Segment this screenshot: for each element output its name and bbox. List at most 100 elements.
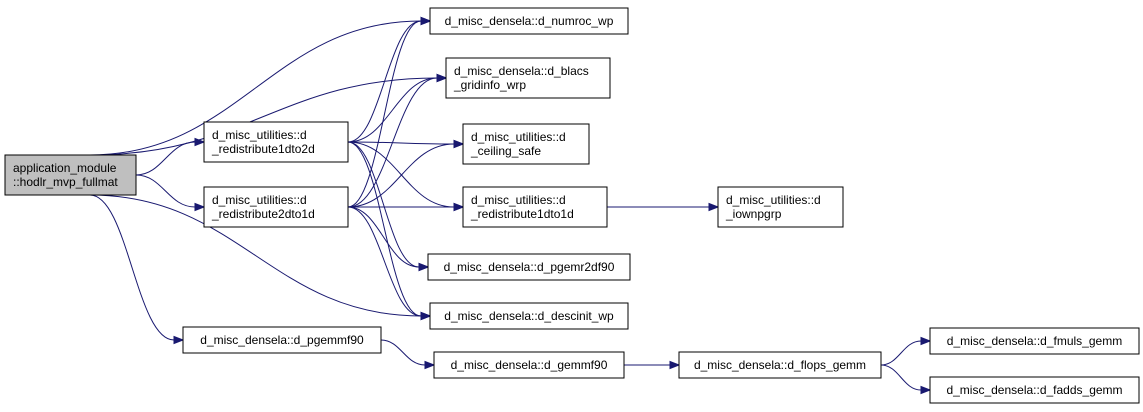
edge-line (347, 141, 455, 145)
edge-root-to-r1to2 (135, 137, 206, 176)
node-box (429, 7, 629, 35)
node-label: _redistribute1dto2d (211, 142, 315, 156)
edge-line (89, 20, 422, 156)
edges-layer (89, 16, 932, 395)
node-label: d_misc_densela::d_gemmf90 (451, 358, 608, 372)
node-pgemmf[interactable]: d_misc_densela::d_pgemmf90 (182, 326, 382, 354)
node-r2to1[interactable]: d_misc_utilities::d_redistribute2dto1d (203, 186, 349, 228)
node-label: d_misc_utilities::d (471, 193, 566, 207)
node-box (433, 351, 625, 379)
node-descinit[interactable]: d_misc_densela::d_descinit_wp (429, 302, 629, 330)
node-r1to2[interactable]: d_misc_utilities::d_redistribute1dto2d (203, 121, 349, 163)
node-box (203, 186, 349, 228)
arrowhead-icon (420, 311, 432, 321)
node-label: _redistribute2dto1d (211, 207, 315, 221)
node-iown[interactable]: d_misc_utilities::d_iownpgrp (717, 186, 844, 228)
edge-root-to-pgemmf (89, 194, 185, 345)
node-gemmf[interactable]: d_misc_densela::d_gemmf90 (433, 351, 625, 379)
node-fmuls[interactable]: d_misc_densela::d_fmuls_gemm (929, 327, 1140, 355)
arrowhead-icon (418, 262, 430, 272)
edge-r2to1-to-pgemr (347, 206, 430, 272)
edge-r1to2-to-r1to1 (347, 141, 465, 212)
arrowhead-icon (436, 73, 448, 83)
edge-r2to1-to-numroc (347, 16, 432, 208)
node-r1to1[interactable]: d_misc_utilities::d_redistribute1dto1d (462, 186, 608, 228)
node-flops[interactable]: d_misc_densela::d_flops_gemm (678, 351, 882, 379)
edge-line (347, 206, 422, 317)
node-box (445, 57, 611, 99)
node-box (4, 154, 137, 196)
node-label: d_misc_utilities::d (212, 193, 307, 207)
edge-r2to1-to-blacs (347, 73, 448, 208)
node-blacs[interactable]: d_misc_densela::d_blacs_gridinfo_wrp (445, 57, 611, 99)
edge-pgemmf-to-gemmf (380, 339, 436, 370)
edge-line (380, 339, 426, 366)
edge-line (347, 77, 438, 143)
arrowhead-icon (420, 16, 432, 26)
nodes-layer: application_module::hodlr_mvp_fullmatd_m… (4, 7, 1140, 404)
edge-line (135, 141, 196, 176)
node-box (717, 186, 844, 228)
arrowhead-icon (708, 202, 720, 212)
node-box (929, 327, 1140, 355)
edge-root-to-r2to1 (135, 174, 206, 212)
node-pgemr[interactable]: d_misc_densela::d_pgemr2df90 (427, 253, 631, 281)
node-box (678, 351, 882, 379)
node-label: d_misc_utilities::d (212, 128, 307, 142)
edge-line (347, 141, 420, 268)
edge-flops-to-fmuls (880, 336, 932, 366)
node-label: _gridinfo_wrp (453, 78, 526, 92)
edge-line (135, 174, 196, 208)
arrowhead-icon (453, 202, 465, 212)
edge-line (347, 141, 422, 317)
edge-line (347, 143, 455, 208)
node-label: d_misc_densela::d_descinit_wp (444, 309, 614, 323)
node-box (929, 376, 1140, 404)
arrowhead-icon (669, 360, 681, 370)
node-label: d_misc_utilities::d (726, 193, 821, 207)
node-label: _iownpgrp (725, 207, 782, 221)
edge-line (347, 141, 455, 208)
edge-r2to1-to-ceil (347, 139, 465, 208)
edge-gemmf-to-flops (624, 360, 681, 370)
node-label: d_misc_densela::d_flops_gemm (694, 358, 866, 372)
edge-line (89, 194, 422, 317)
arrowhead-icon (920, 336, 932, 346)
arrowhead-icon (453, 139, 465, 149)
edge-r2to1-to-descinit (347, 206, 432, 321)
edge-r1to2-to-descinit (347, 141, 432, 321)
edge-line (89, 194, 175, 341)
node-root[interactable]: application_module::hodlr_mvp_fullmat (4, 154, 137, 196)
node-box (462, 186, 608, 228)
node-label: d_misc_densela::d_pgemr2df90 (444, 260, 615, 274)
node-box (182, 326, 382, 354)
edge-line (347, 20, 422, 208)
node-box (429, 302, 629, 330)
arrowhead-icon (194, 202, 206, 212)
node-label: _redistribute1dto1d (470, 207, 574, 221)
edge-line (347, 20, 422, 143)
node-fadds[interactable]: d_misc_densela::d_fadds_gemm (929, 376, 1140, 404)
edge-line (880, 340, 922, 366)
node-label: _ceiling_safe (470, 144, 541, 158)
node-label: d_misc_densela::d_fmuls_gemm (947, 334, 1122, 348)
node-label: d_misc_densela::d_fadds_gemm (946, 383, 1122, 397)
edge-r1to1-to-iown (606, 202, 720, 212)
edge-line (89, 77, 438, 156)
edge-r1to2-to-ceil (347, 139, 465, 149)
node-box (203, 121, 349, 163)
node-ceil[interactable]: d_misc_utilities::d_ceiling_safe (462, 123, 590, 165)
node-label: application_module (13, 161, 117, 175)
arrowhead-icon (424, 360, 436, 370)
edge-flops-to-fadds (880, 364, 932, 395)
node-numroc[interactable]: d_misc_densela::d_numroc_wp (429, 7, 629, 35)
arrowhead-icon (920, 385, 932, 395)
arrowhead-icon (194, 137, 206, 147)
node-label: d_misc_utilities::d (471, 130, 566, 144)
edge-r2to1-to-r1to1 (347, 202, 465, 212)
node-label: d_misc_densela::d_numroc_wp (445, 14, 614, 28)
edge-line (880, 364, 922, 391)
edge-r1to2-to-numroc (347, 16, 432, 143)
edge-line (347, 206, 420, 268)
